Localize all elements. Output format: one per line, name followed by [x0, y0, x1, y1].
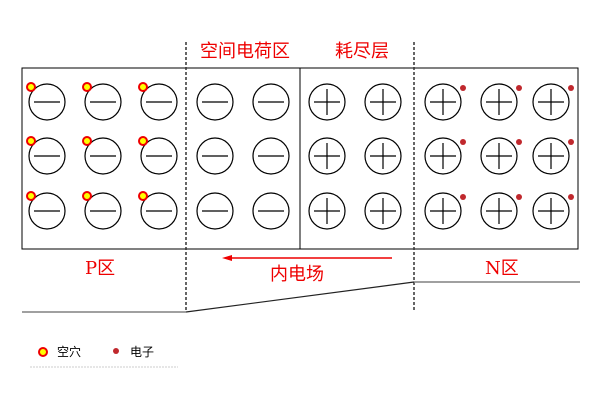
positive-ion	[424, 137, 462, 175]
built-in-field-label: 内电场	[270, 264, 324, 285]
positive-ion	[532, 137, 570, 175]
positive-ion	[364, 137, 402, 175]
positive-ion	[364, 83, 402, 121]
hole-icon	[82, 82, 92, 92]
negative-ion	[252, 137, 290, 175]
positive-ion	[480, 137, 518, 175]
field-arrow	[222, 255, 392, 261]
positive-ion	[364, 192, 402, 230]
electron-icon	[568, 194, 574, 200]
negative-ion	[28, 137, 66, 175]
negative-ion	[252, 192, 290, 230]
legend-electron-label: 电子	[130, 345, 154, 359]
positive-ion	[424, 83, 462, 121]
lattice	[26, 82, 574, 230]
hole-icon	[82, 136, 92, 146]
positive-ion	[308, 83, 346, 121]
electron-icon	[460, 85, 466, 91]
positive-ion	[480, 192, 518, 230]
negative-ion	[140, 137, 178, 175]
electron-icon	[460, 139, 466, 145]
hole-icon	[138, 191, 148, 201]
electron-icon	[113, 348, 119, 354]
negative-ion	[28, 192, 66, 230]
positive-ion	[308, 137, 346, 175]
depletion-layer-label: 耗尽层	[335, 41, 389, 62]
negative-ion	[252, 83, 290, 121]
legend-hole-label: 空穴	[57, 344, 81, 359]
negative-ion	[196, 137, 234, 175]
negative-ion	[196, 83, 234, 121]
p-region-label: P区	[85, 258, 115, 279]
hole-icon	[82, 191, 92, 201]
electron-icon	[568, 85, 574, 91]
positive-ion	[532, 83, 570, 121]
electron-icon	[460, 194, 466, 200]
negative-ion	[140, 83, 178, 121]
hole-icon	[26, 191, 36, 201]
positive-ion	[424, 192, 462, 230]
electron-icon	[516, 85, 522, 91]
negative-ion	[28, 83, 66, 121]
negative-ion	[140, 192, 178, 230]
positive-ion	[532, 192, 570, 230]
potential-curve	[22, 281, 580, 313]
hole-icon	[138, 136, 148, 146]
hole-icon	[38, 347, 48, 357]
positive-ion	[480, 83, 518, 121]
electron-icon	[516, 194, 522, 200]
space-charge-region-label: 空间电荷区	[200, 41, 290, 62]
legend: 空穴 电子	[30, 344, 178, 368]
positive-ion	[308, 192, 346, 230]
hole-icon	[26, 136, 36, 146]
negative-ion	[84, 83, 122, 121]
electron-icon	[516, 139, 522, 145]
n-region-label: N区	[485, 258, 519, 279]
hole-icon	[138, 82, 148, 92]
negative-ion	[84, 137, 122, 175]
negative-ion	[84, 192, 122, 230]
negative-ion	[196, 192, 234, 230]
electron-icon	[568, 139, 574, 145]
hole-icon	[26, 82, 36, 92]
